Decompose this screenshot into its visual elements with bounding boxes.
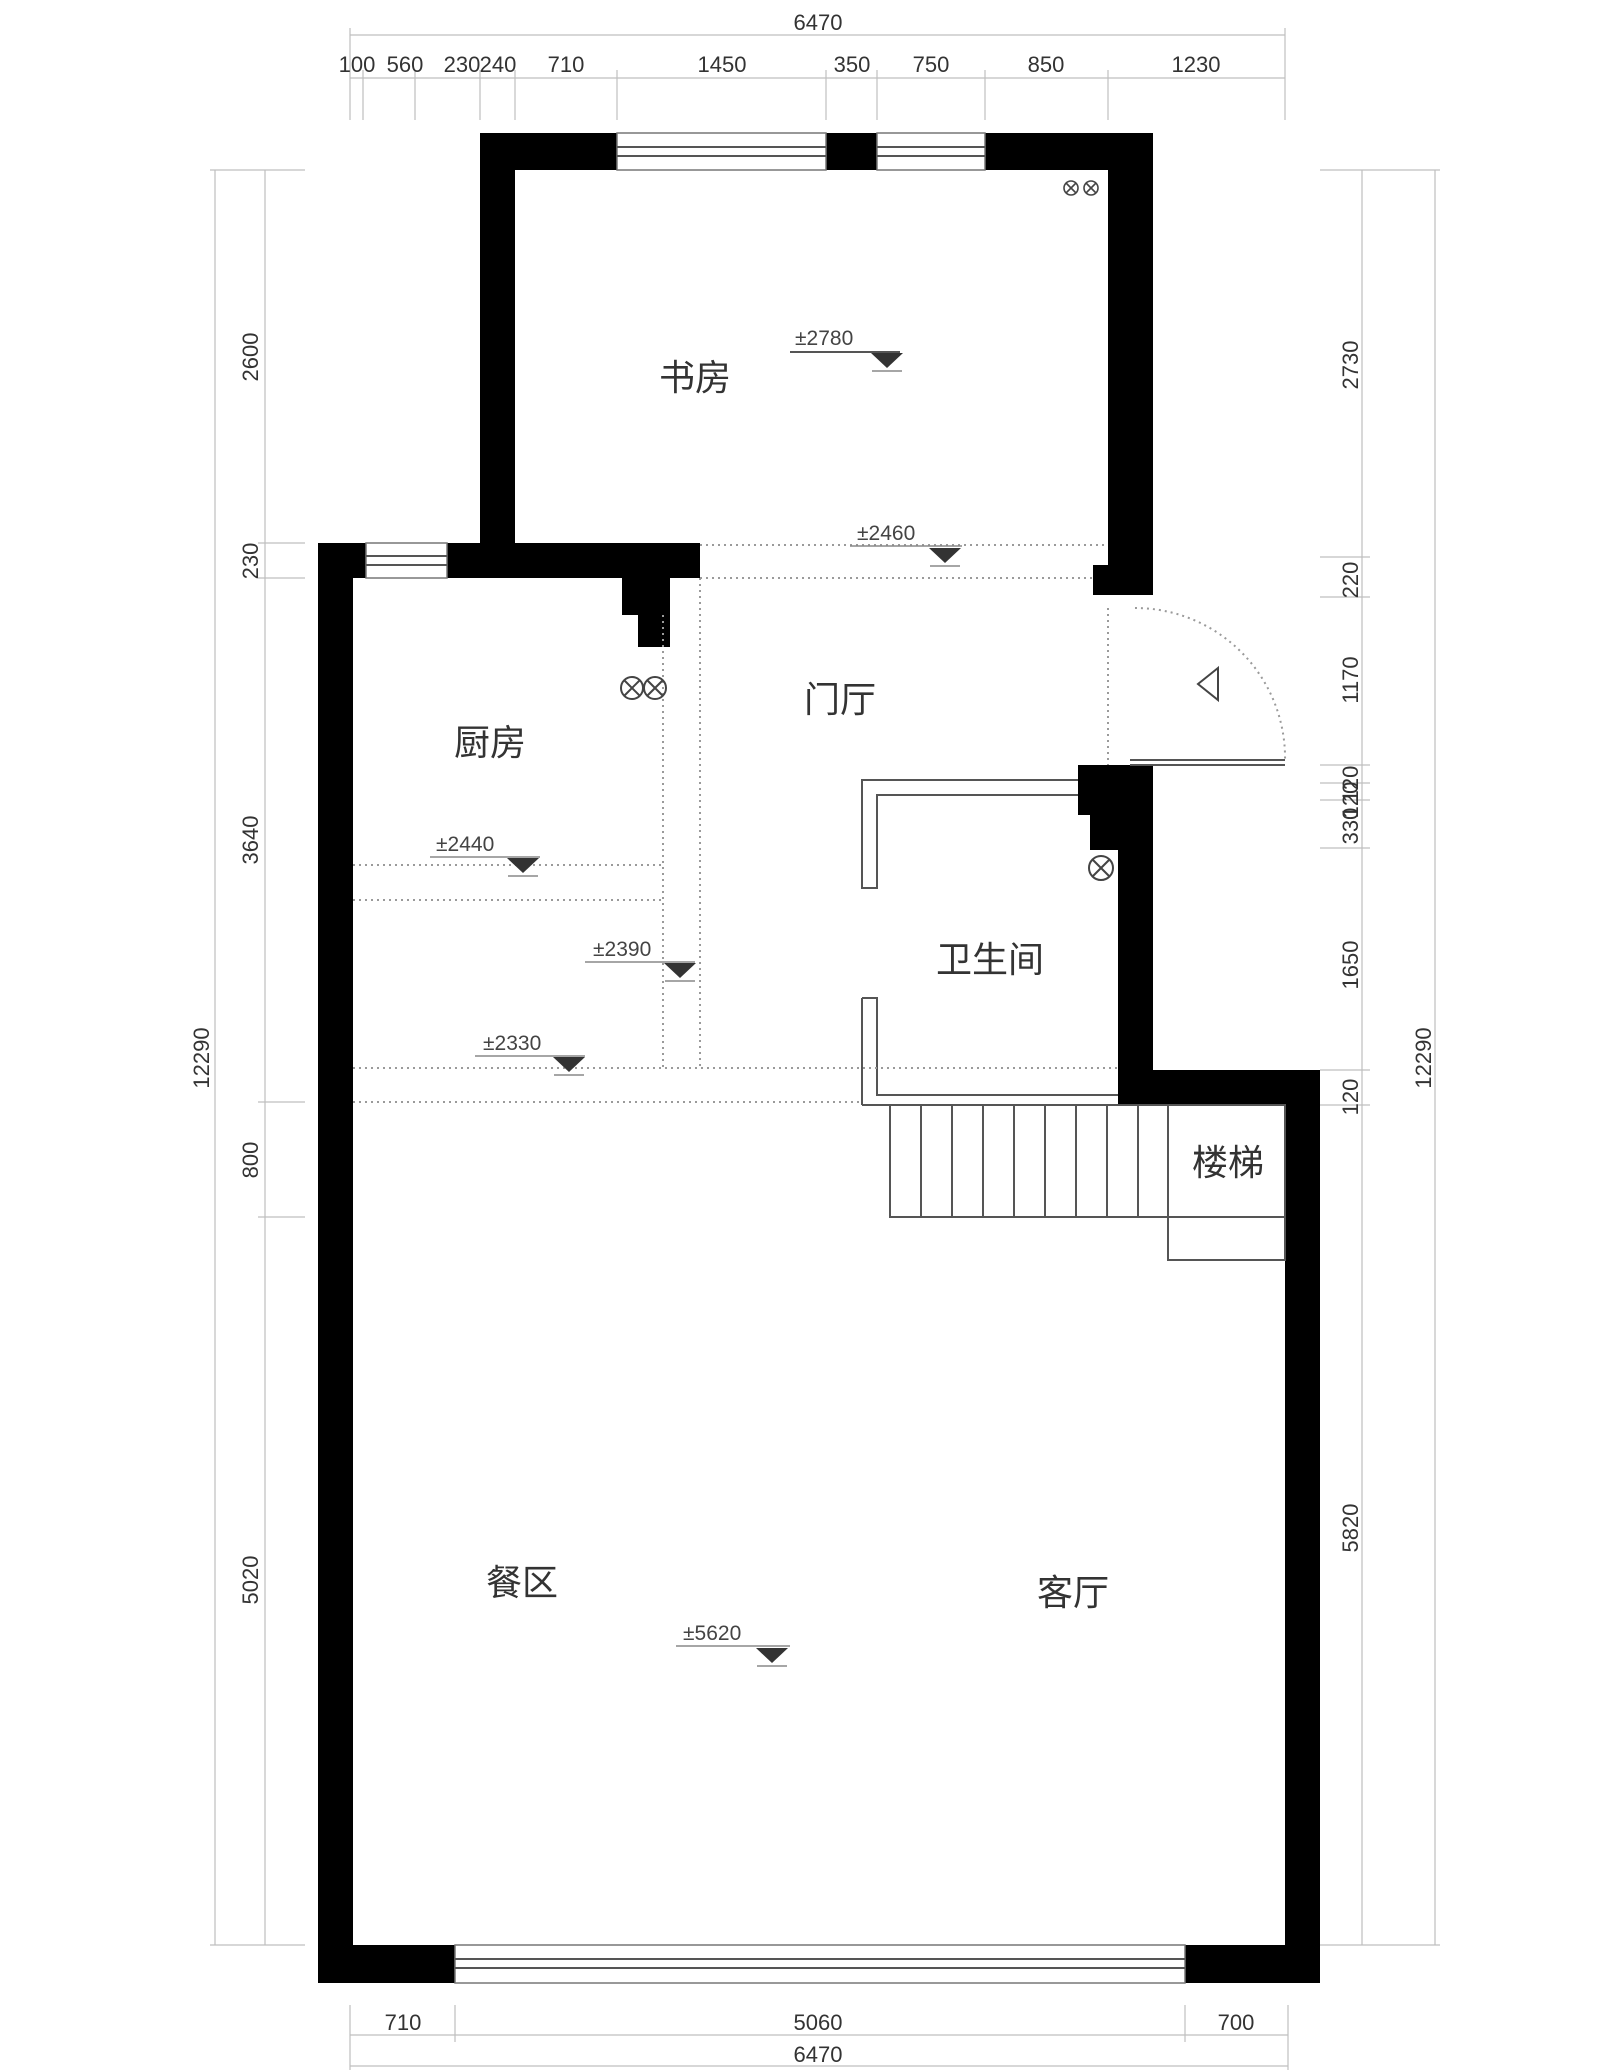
top-total-dimension: 6470 — [794, 10, 843, 35]
light-icon — [620, 676, 667, 700]
top-dim-230: 230 — [444, 52, 481, 77]
windows — [365, 132, 1186, 1984]
left-total-dimension: 12290 — [189, 1027, 214, 1088]
kitchen-window — [365, 542, 448, 579]
room-label-stairs: 楼梯 — [1192, 1143, 1264, 1184]
top-dim-710: 710 — [548, 52, 585, 77]
entry-door — [1107, 607, 1287, 766]
room-label-dining: 餐区 — [486, 1563, 558, 1604]
right-dim-2730: 2730 — [1338, 341, 1363, 390]
level-triangle-icon — [871, 353, 903, 368]
top-dim-1450: 1450 — [698, 52, 747, 77]
left-dimension-chain: 2600 230 3640 800 5020 12290 — [189, 169, 305, 1946]
room-label-living: 客厅 — [1037, 1573, 1109, 1614]
bottom-dim-700: 700 — [1218, 2010, 1255, 2035]
level-triangle-icon — [929, 548, 961, 563]
stairs — [889, 1104, 1286, 1261]
level-marker-main: ±5620 — [676, 1622, 790, 1667]
bottom-dimension-chain: 710 5060 700 6470 — [349, 2005, 1289, 2070]
level-label-corridor: ±2390 — [593, 938, 651, 961]
level-label-study: ±2780 — [795, 327, 853, 350]
level-triangle-icon — [553, 1057, 585, 1072]
room-label-study: 书房 — [659, 358, 731, 399]
room-label-foyer: 门厅 — [804, 680, 876, 721]
left-dim-3640: 3640 — [238, 816, 263, 865]
walls — [318, 133, 1320, 1983]
bottom-dim-710: 710 — [385, 2010, 422, 2035]
level-triangle-icon — [756, 1648, 788, 1663]
bottom-total-dimension: 6470 — [794, 2042, 843, 2067]
study-window-right — [876, 132, 986, 171]
top-dim-350: 350 — [834, 52, 871, 77]
right-dim-120-a: 120 — [1338, 766, 1363, 803]
level-marker-study: ±2780 — [790, 327, 903, 372]
entry-arrow-icon — [1196, 665, 1219, 703]
left-dim-800: 800 — [238, 1142, 263, 1179]
room-label-bathroom: 卫生间 — [936, 940, 1044, 981]
right-dim-5820: 5820 — [1338, 1504, 1363, 1553]
living-window — [454, 1944, 1186, 1984]
left-dim-230: 230 — [238, 543, 263, 580]
right-dim-1650: 1650 — [1338, 941, 1363, 990]
ceiling-lines — [353, 544, 1118, 1103]
study-window-left — [616, 132, 827, 171]
left-dim-5020: 5020 — [238, 1556, 263, 1605]
right-dim-220: 220 — [1338, 562, 1363, 599]
right-total-dimension: 12290 — [1411, 1027, 1436, 1088]
top-dim-100: 100 — [339, 52, 376, 77]
right-dim-120-c: 120 — [1338, 1079, 1363, 1116]
light-icon — [1088, 855, 1114, 881]
top-dim-560: 560 — [387, 52, 424, 77]
right-dim-330: 330 — [1338, 808, 1363, 845]
top-dimension-chain: 6470 100 560 230 240 710 1450 350 750 85… — [339, 10, 1286, 120]
left-dim-2600: 2600 — [238, 333, 263, 382]
bottom-dim-5060: 5060 — [794, 2010, 843, 2035]
level-marker-kitchen: ±2440 — [430, 833, 540, 877]
right-dim-1170: 1170 — [1338, 656, 1363, 703]
level-label-passage: ±2330 — [483, 1032, 541, 1055]
level-marker-foyer: ±2460 — [850, 522, 962, 567]
right-dimension-chain: 2730 220 1170 120 120 330 1650 120 5820 … — [1320, 169, 1440, 1946]
room-label-kitchen: 厨房 — [454, 723, 526, 764]
level-triangle-icon — [507, 858, 539, 873]
level-label-foyer: ±2460 — [857, 522, 915, 545]
top-dim-1230: 1230 — [1172, 52, 1221, 77]
level-marker-corridor: ±2390 — [585, 938, 696, 982]
level-label-kitchen: ±2440 — [436, 833, 494, 856]
top-dim-750: 750 — [913, 52, 950, 77]
light-icon — [1063, 180, 1099, 196]
level-triangle-icon — [664, 963, 696, 978]
light-fixtures — [620, 180, 1114, 881]
top-dim-240: 240 — [480, 52, 517, 77]
top-dim-850: 850 — [1028, 52, 1065, 77]
level-marker-passage: ±2330 — [475, 1032, 585, 1076]
right-dim-120-b: 120 — [1338, 782, 1363, 819]
level-label-main: ±5620 — [683, 1622, 741, 1645]
